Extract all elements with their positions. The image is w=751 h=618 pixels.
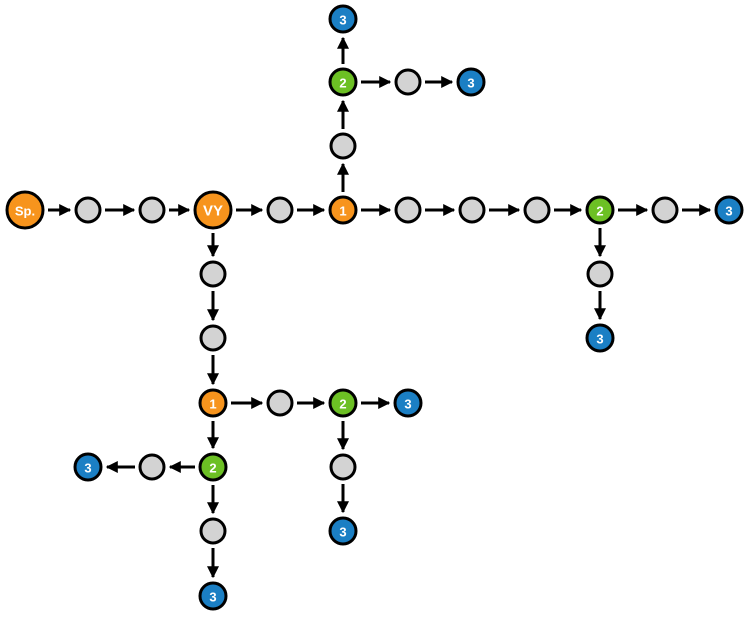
node-circle-vy	[193, 190, 233, 230]
node-label-b3down: 3	[596, 332, 603, 347]
nodes-layer: Sp. VY 1 2 3 3 2 3 3 1 2 3 3 2 3 3	[5, 4, 744, 611]
node-circle-n4	[329, 132, 357, 160]
node-a2: 2	[328, 67, 358, 97]
node-n5	[394, 68, 422, 96]
node-n6	[394, 196, 422, 224]
node-vy: VY	[193, 190, 233, 230]
node-label-a3right: 3	[467, 76, 474, 91]
node-n8	[523, 196, 551, 224]
node-circle-n10	[586, 260, 614, 288]
node-circle-n2	[138, 196, 166, 224]
node-circle-n6	[394, 196, 422, 224]
node-circle-n13	[266, 389, 294, 417]
node-label-sp: Sp.	[15, 204, 35, 219]
node-label-c2: 2	[339, 397, 346, 412]
node-circle-d3left	[73, 452, 103, 482]
node-d2: 2	[198, 452, 228, 482]
node-c3down: 3	[328, 516, 358, 546]
node-label-a3top: 3	[339, 13, 346, 28]
node-n4	[329, 132, 357, 160]
node-circle-c1	[198, 388, 228, 418]
node-sp: Sp.	[5, 190, 45, 230]
node-circle-c2	[328, 388, 358, 418]
node-label-d2: 2	[209, 461, 216, 476]
node-n13	[266, 389, 294, 417]
node-circle-n1	[74, 196, 102, 224]
node-c2: 2	[328, 388, 358, 418]
node-a1: 1	[328, 195, 358, 225]
node-circle-n16	[199, 517, 227, 545]
node-label-d3left: 3	[84, 461, 91, 476]
node-circle-n3	[266, 196, 294, 224]
node-circle-n12	[199, 324, 227, 352]
node-n2	[138, 196, 166, 224]
node-c3right: 3	[393, 388, 423, 418]
node-circle-d2	[198, 452, 228, 482]
node-n9	[651, 196, 679, 224]
node-label-b2: 2	[596, 204, 603, 219]
node-n10	[586, 260, 614, 288]
node-n7	[458, 196, 486, 224]
node-b2: 2	[585, 195, 615, 225]
node-b3down: 3	[585, 323, 615, 353]
node-circle-d3down	[198, 581, 228, 611]
node-circle-b2	[585, 195, 615, 225]
node-label-a2: 2	[339, 76, 346, 91]
node-n15	[138, 453, 166, 481]
node-circle-b3right	[714, 195, 744, 225]
node-label-d3down: 3	[209, 590, 216, 605]
node-circle-a3top	[328, 4, 358, 34]
node-circle-n11	[199, 260, 227, 288]
node-a3right: 3	[456, 67, 486, 97]
node-circle-a2	[328, 67, 358, 97]
node-c1: 1	[198, 388, 228, 418]
node-label-b3right: 3	[725, 204, 732, 219]
node-label-a1: 1	[339, 204, 346, 219]
node-circle-c3down	[328, 516, 358, 546]
node-circle-n15	[138, 453, 166, 481]
node-circle-n7	[458, 196, 486, 224]
node-label-vy: VY	[203, 203, 223, 220]
node-circle-n14	[329, 453, 357, 481]
node-n11	[199, 260, 227, 288]
node-label-c3right: 3	[404, 397, 411, 412]
edges-layer	[48, 36, 712, 579]
node-n14	[329, 453, 357, 481]
node-circle-n8	[523, 196, 551, 224]
node-label-c1: 1	[209, 397, 216, 412]
node-circle-n9	[651, 196, 679, 224]
node-circle-c3right	[393, 388, 423, 418]
node-label-c3down: 3	[339, 525, 346, 540]
node-n1	[74, 196, 102, 224]
node-n3	[266, 196, 294, 224]
node-circle-a3right	[456, 67, 486, 97]
node-circle-a1	[328, 195, 358, 225]
node-b3right: 3	[714, 195, 744, 225]
node-n12	[199, 324, 227, 352]
node-d3left: 3	[73, 452, 103, 482]
node-circle-b3down	[585, 323, 615, 353]
node-circle-n5	[394, 68, 422, 96]
node-n16	[199, 517, 227, 545]
node-a3top: 3	[328, 4, 358, 34]
node-circle-sp	[5, 190, 45, 230]
node-d3down: 3	[198, 581, 228, 611]
